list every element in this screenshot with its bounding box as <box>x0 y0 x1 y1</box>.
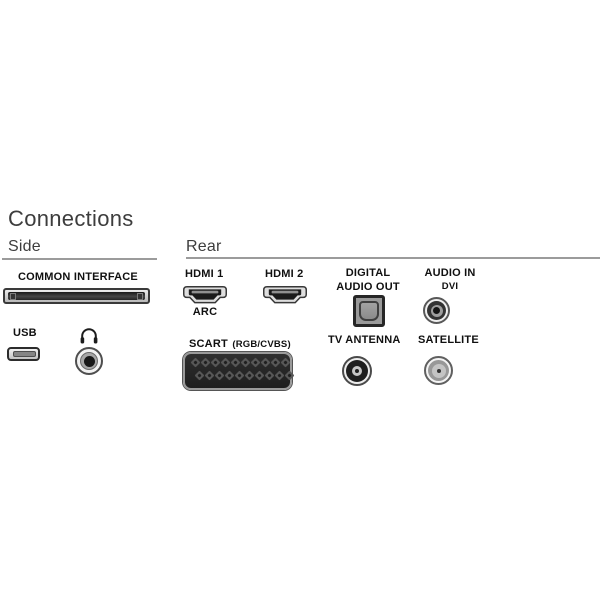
satellite-jack <box>424 356 453 385</box>
tv-antenna-jack <box>342 356 372 386</box>
scart-port <box>183 352 295 390</box>
audio-in-jack <box>423 297 450 324</box>
section-side-heading: Side <box>8 238 41 255</box>
page-title: Connections <box>8 206 134 231</box>
rear-divider <box>186 257 600 259</box>
common-interface-slot <box>3 288 150 304</box>
tv-antenna-label: TV ANTENNA <box>328 334 401 346</box>
side-divider <box>2 258 157 260</box>
satellite-label: SATELLITE <box>418 334 479 346</box>
hdmi1-arc-label: ARC <box>192 306 218 318</box>
scart-pin-row-top <box>190 357 291 368</box>
hdmi1-label: HDMI 1 <box>185 268 224 280</box>
section-rear-heading: Rear <box>186 238 222 255</box>
hdmi1-port <box>183 286 227 309</box>
usb-port-tongue <box>13 351 36 357</box>
usb-label: USB <box>13 327 37 339</box>
scart-pin-row-bottom <box>194 370 295 381</box>
hdmi2-label: HDMI 2 <box>265 268 304 280</box>
headphone-jack <box>75 347 103 375</box>
hdmi2-port <box>263 286 307 309</box>
digital-audio-out-label: DIGITAL AUDIO OUT <box>336 267 400 293</box>
headphones-icon <box>79 326 99 351</box>
usb-port <box>7 347 40 361</box>
common-interface-label: COMMON INTERFACE <box>18 271 138 283</box>
common-interface-slot-opening <box>8 292 145 300</box>
audio-in-label: AUDIO IN <box>424 267 476 279</box>
audio-in-dvi-label: DVI <box>441 281 459 292</box>
optical-opening <box>359 301 379 321</box>
scart-label: SCART (RGB/CVBS) <box>189 338 291 350</box>
digital-audio-out-port <box>353 295 385 327</box>
